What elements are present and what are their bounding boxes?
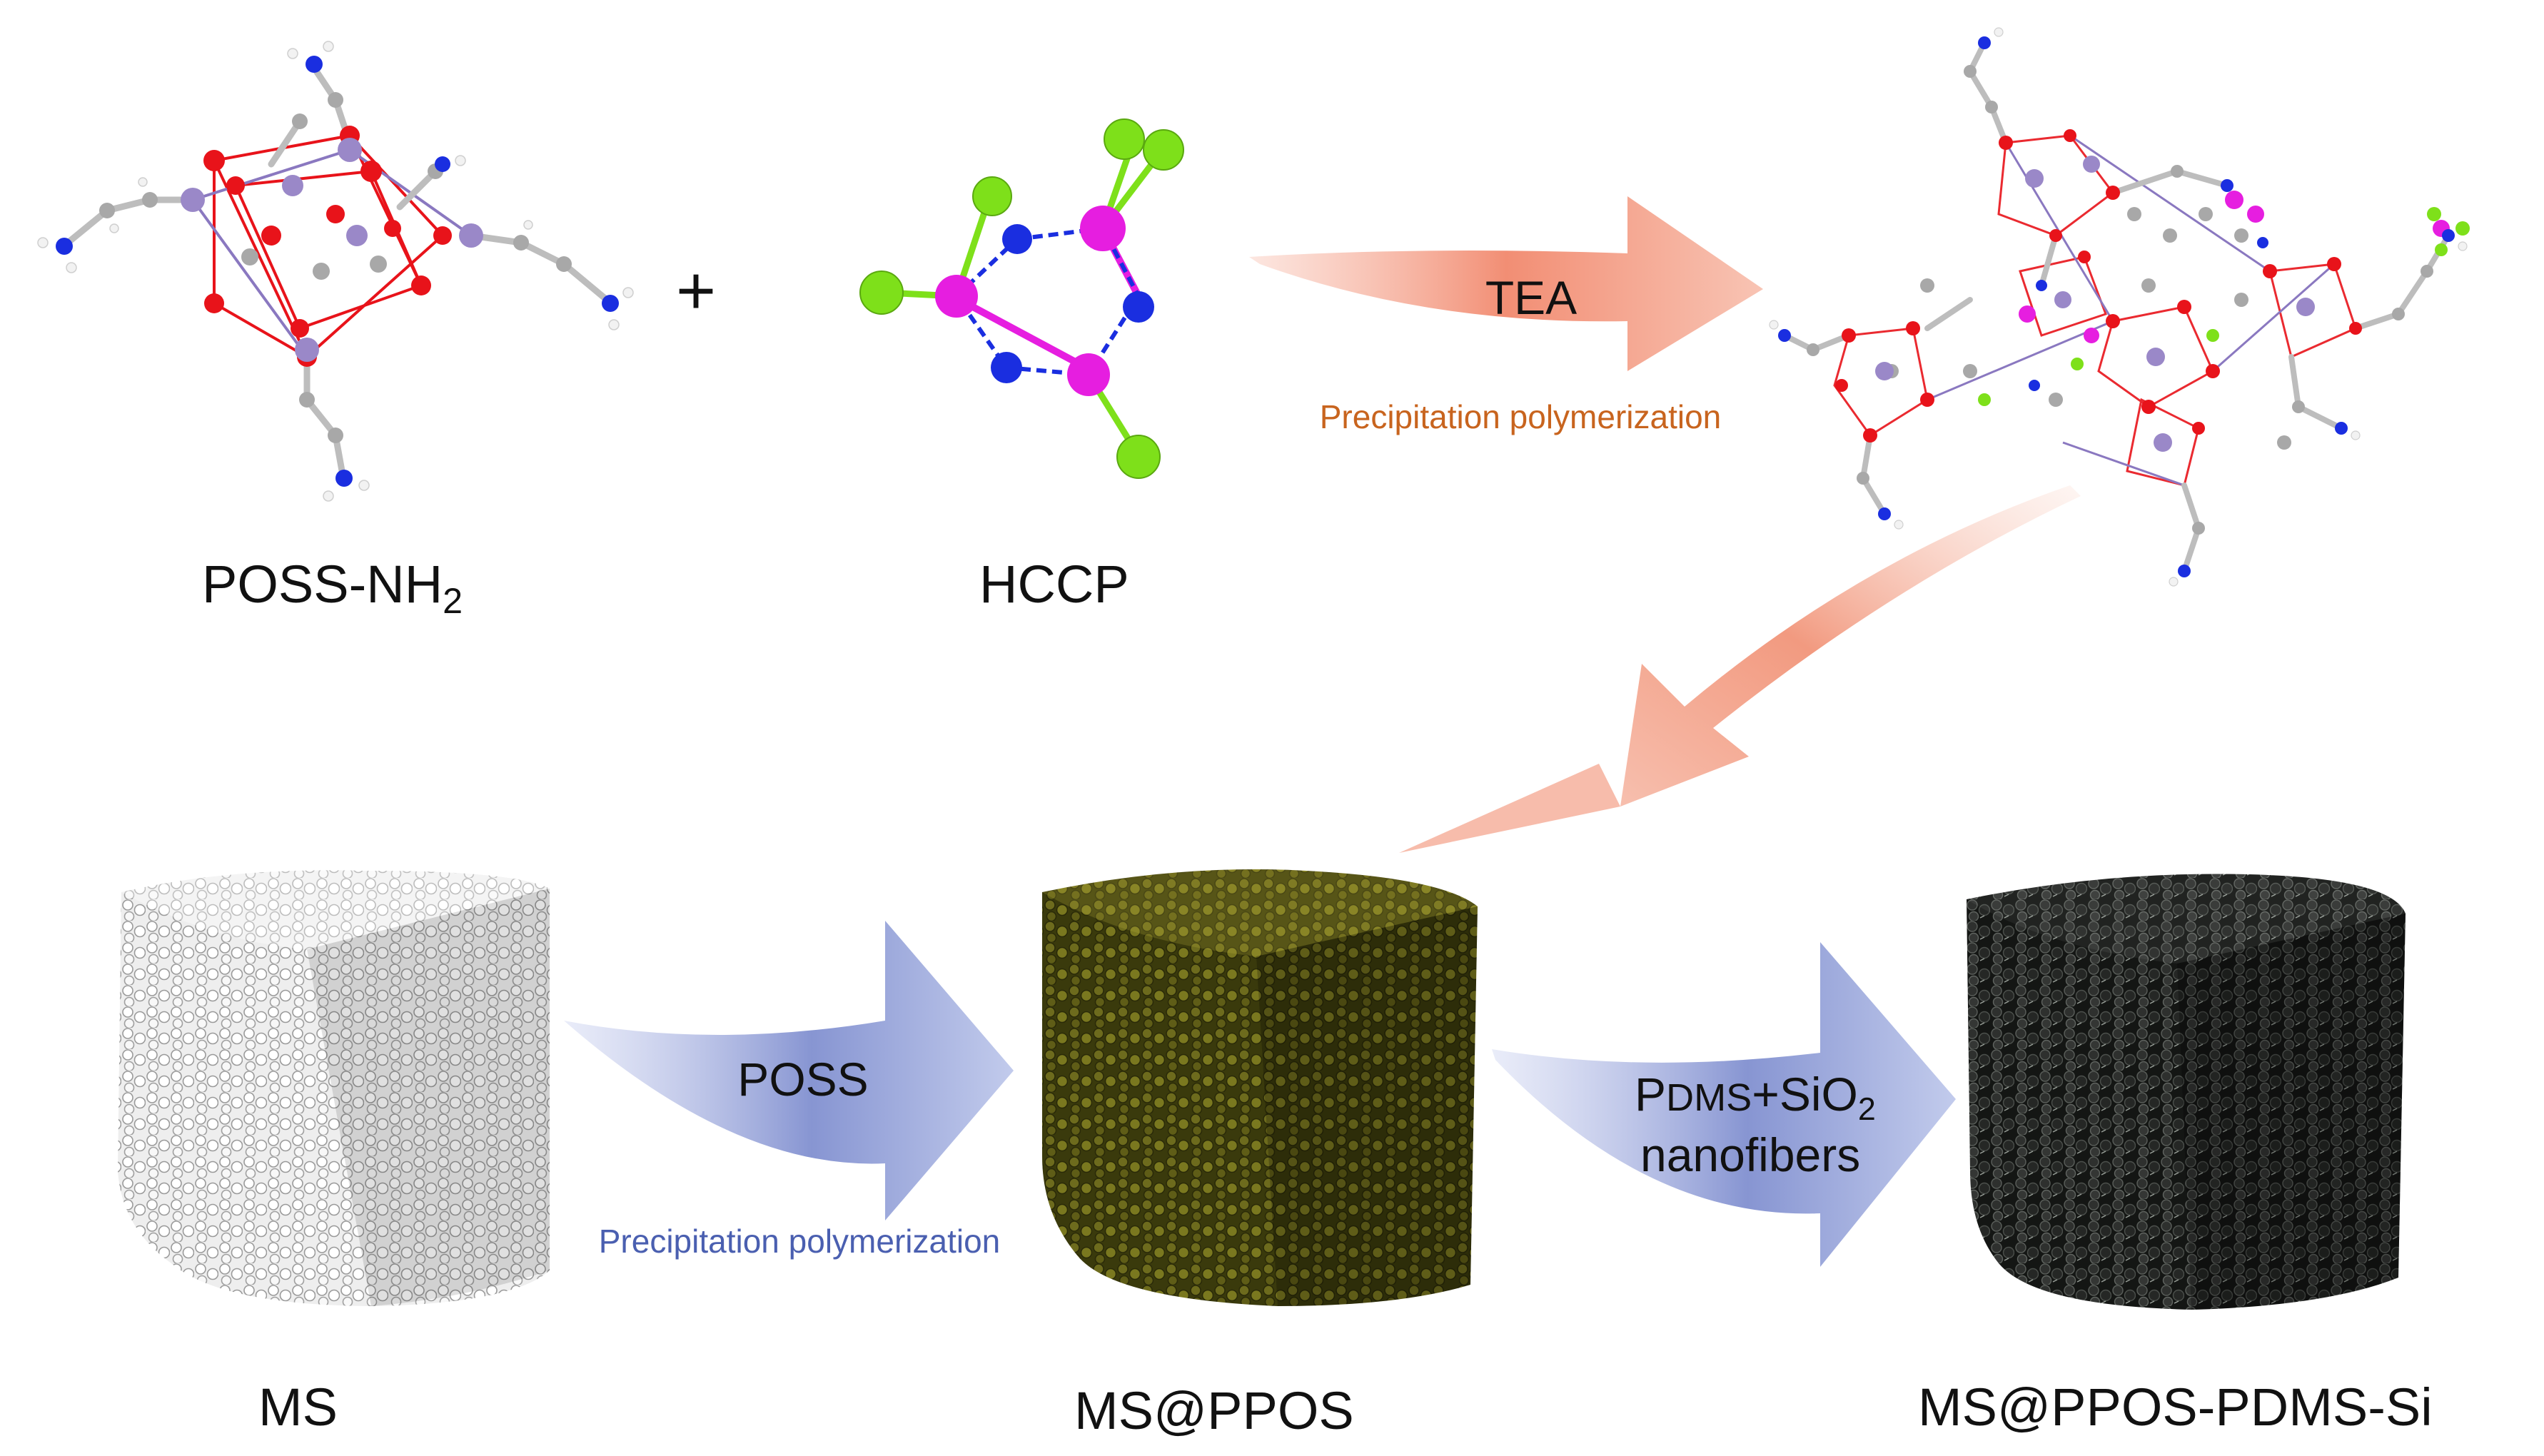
sponge-ms-ppos xyxy=(1042,869,1478,1306)
poss-arrow xyxy=(564,921,1014,1220)
hccp-label: HCCP xyxy=(979,555,1129,614)
poss-nh2-label: POSS-NH2 xyxy=(202,555,463,622)
hccp-molecule xyxy=(859,118,1184,479)
sponge-ms-ppos-pdms-si xyxy=(1967,874,2406,1310)
plus-sign: + xyxy=(676,253,716,329)
pdms-arrow-label-line2: nanofibers xyxy=(1640,1128,1861,1181)
tea-label: TEA xyxy=(1485,271,1577,324)
poss-nh2-molecule xyxy=(37,41,634,502)
ms-label: MS xyxy=(258,1377,338,1437)
sponge-ms xyxy=(118,870,550,1306)
tea-condition: Precipitation polymerization xyxy=(1320,398,1722,435)
diagonal-arrow xyxy=(1399,485,2081,853)
ms-ppos-label: MS@PPOS xyxy=(1074,1381,1354,1440)
pdms-arrow xyxy=(1492,942,1956,1267)
poss-arrow-label: POSS xyxy=(737,1053,868,1106)
pdms-arrow-label-line1: PDMS+SiO2 xyxy=(1635,1068,1876,1128)
poss-condition: Precipitation polymerization xyxy=(599,1223,1001,1260)
ms-ppos-pdms-si-label: MS@PPOS-PDMS-Si xyxy=(1918,1377,2433,1437)
polymer-network xyxy=(1769,27,2470,587)
tea-arrow xyxy=(1249,196,1763,371)
